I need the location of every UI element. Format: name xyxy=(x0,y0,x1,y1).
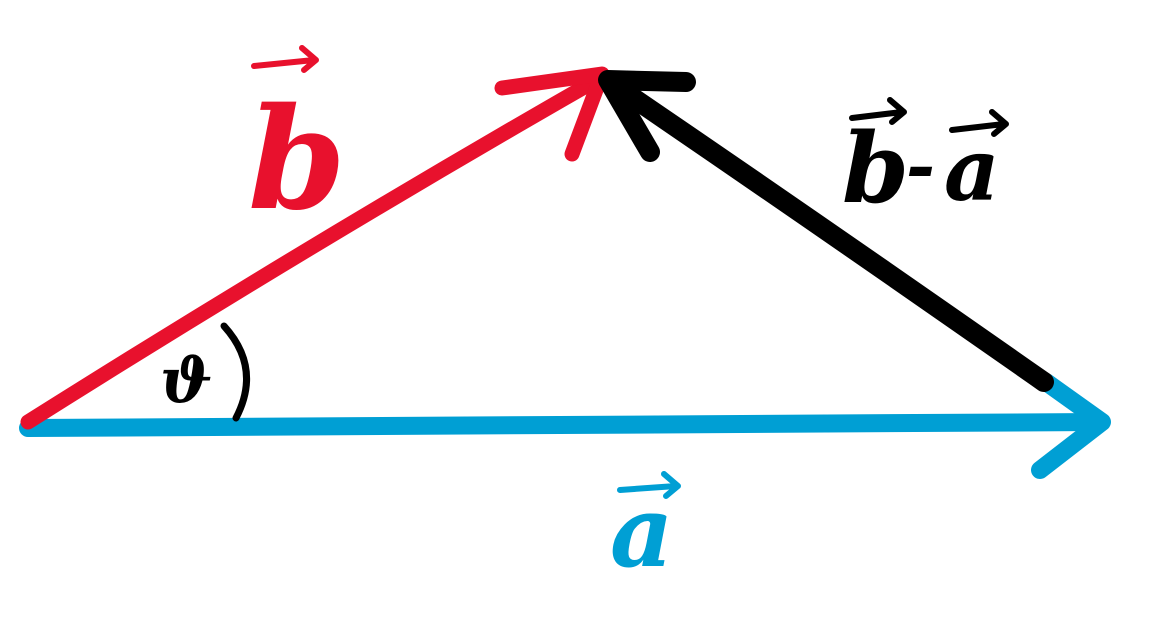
vector-b-shaft xyxy=(20,70,608,430)
label-difference-a: a xyxy=(944,120,1000,221)
vector-arrow-icon xyxy=(949,109,1009,137)
vector-b-minus-a xyxy=(598,70,1054,392)
label-difference-minus: - xyxy=(906,124,935,207)
vector-arrow-icon xyxy=(849,97,907,125)
vector-a-arrowhead xyxy=(1031,373,1111,479)
label-vector-b-minus-a: b - a xyxy=(842,97,1009,225)
label-vector-a: a xyxy=(610,471,681,590)
label-difference-b: b xyxy=(842,112,909,225)
vector-b-minus-a-shaft xyxy=(600,72,1054,392)
vector-arrow-icon xyxy=(617,471,681,499)
label-vector-a-text: a xyxy=(610,475,674,590)
vector-a xyxy=(19,373,1111,479)
angle-arc xyxy=(220,322,250,422)
label-angle: ϑ xyxy=(160,344,213,417)
vector-a-shaft xyxy=(19,413,1107,437)
vector-arrow-icon xyxy=(251,45,319,73)
vector-b-minus-a-arrowhead xyxy=(598,70,696,162)
label-vector-b-text: b xyxy=(248,78,346,242)
label-vector-b: b xyxy=(248,45,346,242)
